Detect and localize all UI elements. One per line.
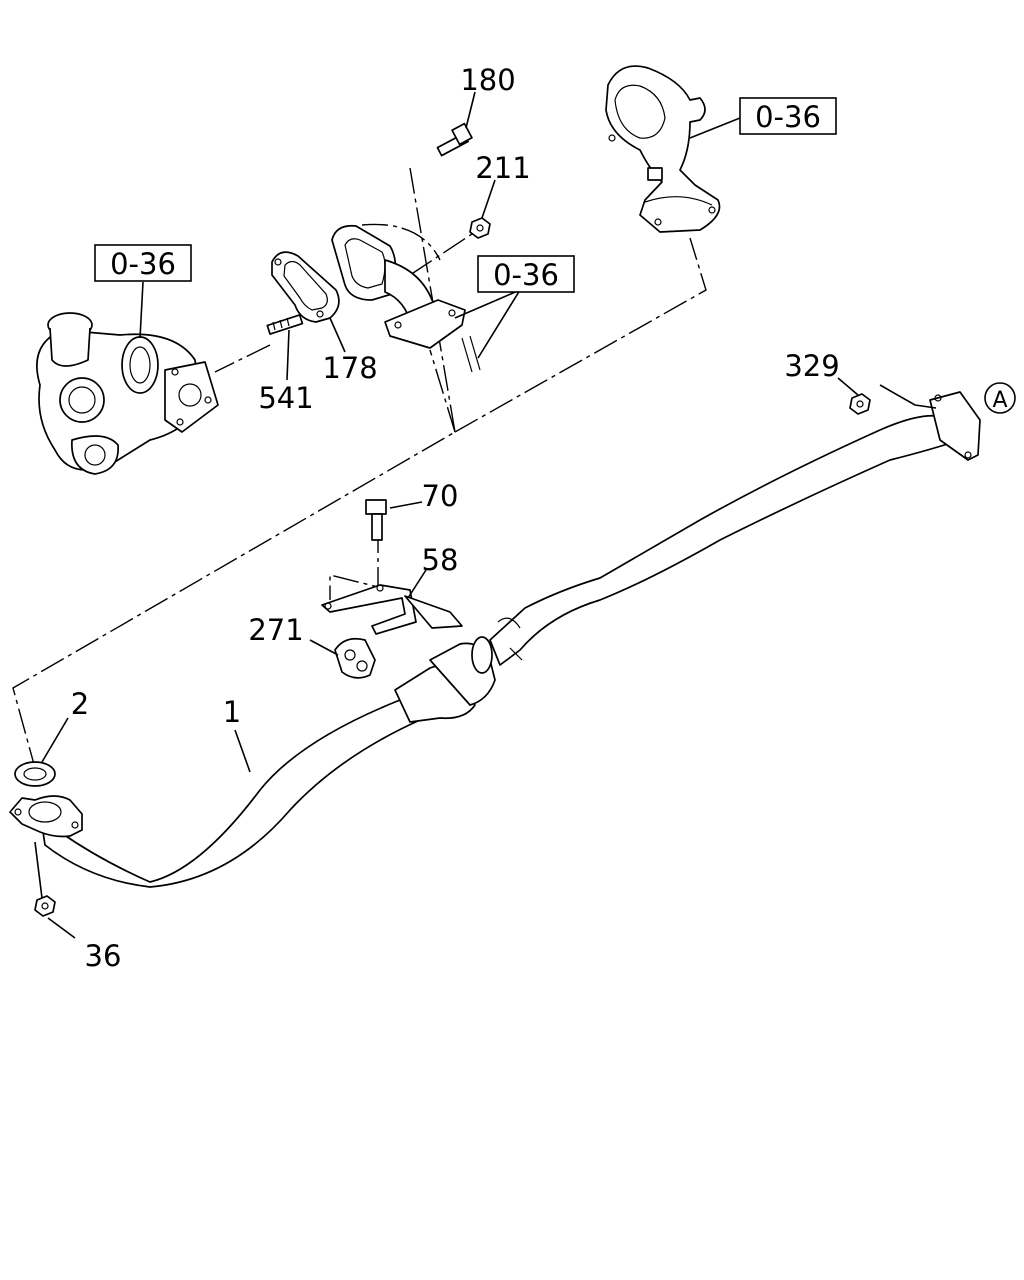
stud-541	[266, 314, 304, 335]
callout-0-36-top: 0-36	[755, 100, 821, 134]
callout-329[interactable]: 329	[784, 349, 839, 383]
callout-271[interactable]: 271	[248, 613, 303, 647]
callout-70[interactable]: 70	[422, 479, 459, 513]
ref-box-top[interactable]: 0-36	[739, 97, 837, 135]
nut-329	[849, 393, 871, 415]
nut-211	[469, 217, 491, 239]
callout-36[interactable]: 36	[85, 939, 122, 973]
nut-36	[34, 895, 56, 917]
callout-211[interactable]: 211	[475, 151, 530, 185]
callout-1[interactable]: 1	[223, 695, 241, 729]
front-exhaust-pipe	[9, 391, 981, 888]
exhaust-elbow-top	[605, 65, 721, 233]
bolt-70	[365, 499, 387, 541]
gasket-178	[271, 251, 340, 323]
callout-2[interactable]: 2	[71, 687, 89, 721]
callout-a: A	[992, 388, 1007, 413]
callout-541[interactable]: 541	[258, 381, 313, 415]
ref-box-mid[interactable]: 0-36	[477, 255, 575, 293]
callout-180[interactable]: 180	[460, 63, 515, 97]
bracket-58	[321, 584, 463, 635]
ref-circle-a[interactable]: A	[984, 382, 1016, 414]
callout-178[interactable]: 178	[322, 351, 377, 385]
gasket-2	[14, 761, 56, 787]
exhaust-adapter	[331, 223, 481, 373]
callout-leaders	[34, 91, 937, 939]
ref-box-left[interactable]: 0-36	[94, 244, 192, 282]
callout-0-36-left: 0-36	[110, 247, 176, 281]
bolt-180	[436, 122, 473, 157]
callout-0-36-mid: 0-36	[493, 258, 559, 292]
turbocharger	[36, 312, 219, 475]
callout-58[interactable]: 58	[422, 543, 459, 577]
rubber-hanger-271	[334, 637, 376, 679]
